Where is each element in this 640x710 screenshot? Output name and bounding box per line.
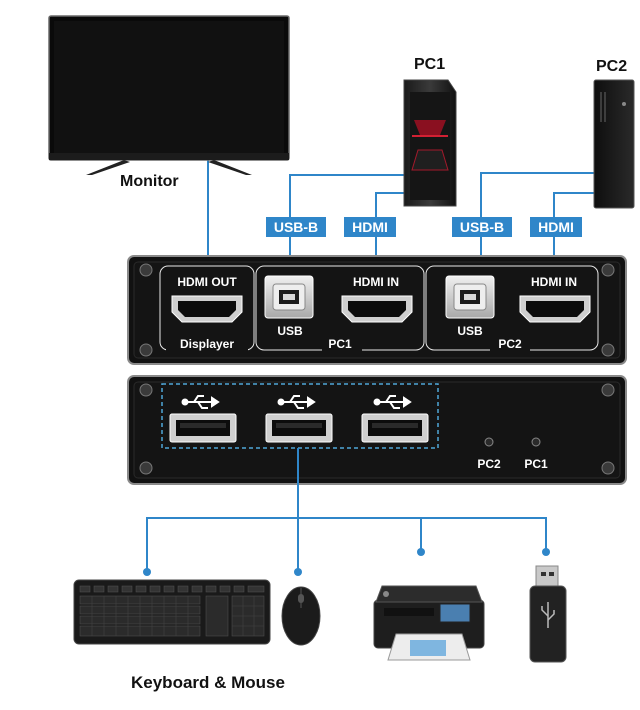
printer-icon (373, 585, 485, 661)
monitor (48, 15, 290, 175)
pc1-group-label: PC1 (328, 337, 352, 351)
usb-2-label: USB (457, 324, 483, 338)
tag-usb-b-2: USB-B (452, 217, 512, 237)
led-pc1-label: PC1 (524, 457, 548, 471)
tag-hdmi-1: HDMI (344, 217, 396, 237)
kvm-front-panel: PC2 PC1 (127, 375, 627, 485)
hdmi-out-label: HDMI OUT (177, 275, 237, 289)
kvm-back-panel: HDMI OUT Displayer USB HDMI IN PC1 USB H… (127, 255, 627, 365)
usb-icon (373, 395, 412, 409)
mouse-icon (281, 586, 321, 646)
tag-hdmi-2: HDMI (530, 217, 582, 237)
usb-icon (181, 395, 220, 409)
tag-usb-b-1-text: USB-B (274, 219, 318, 235)
screw-icon (139, 383, 615, 475)
pc2-label: PC2 (596, 58, 627, 75)
tag-hdmi-2-text: HDMI (538, 219, 574, 235)
displayer-label: Displayer (180, 337, 234, 351)
usb-a-group (161, 383, 439, 449)
keyboard-icon (73, 579, 271, 645)
usb-a-port-3[interactable] (361, 395, 429, 443)
screw-icon (139, 263, 615, 357)
tag-usb-b-1: USB-B (266, 217, 326, 237)
cables-top (207, 160, 594, 268)
hdmi-in-2-label: HDMI IN (531, 275, 577, 289)
hdmi-in-1-label: HDMI IN (353, 275, 399, 289)
cable-pc2-hdmi (553, 192, 594, 268)
usb-1-label: USB (277, 324, 303, 338)
pc2-group-label: PC2 (498, 337, 522, 351)
usb-a-port-2[interactable] (265, 395, 333, 443)
tag-hdmi-1-text: HDMI (352, 219, 388, 235)
cable-end-dots (143, 548, 550, 576)
pc2-tower (593, 79, 635, 209)
monitor-label: Monitor (120, 173, 179, 190)
led-pc2-label: PC2 (477, 457, 501, 471)
usb-a-port-1[interactable] (169, 395, 237, 443)
pc1-tower (403, 79, 457, 207)
usb-icon (277, 395, 316, 409)
pc1-label: PC1 (414, 56, 445, 73)
keyboard-mouse-label: Keyboard & Mouse (131, 673, 285, 692)
tag-usb-b-2-text: USB-B (460, 219, 504, 235)
cables-bottom (146, 448, 547, 572)
usb-flash-drive-icon (529, 565, 567, 663)
led-pc2-indicator (484, 437, 494, 447)
led-pc1-indicator (531, 437, 541, 447)
